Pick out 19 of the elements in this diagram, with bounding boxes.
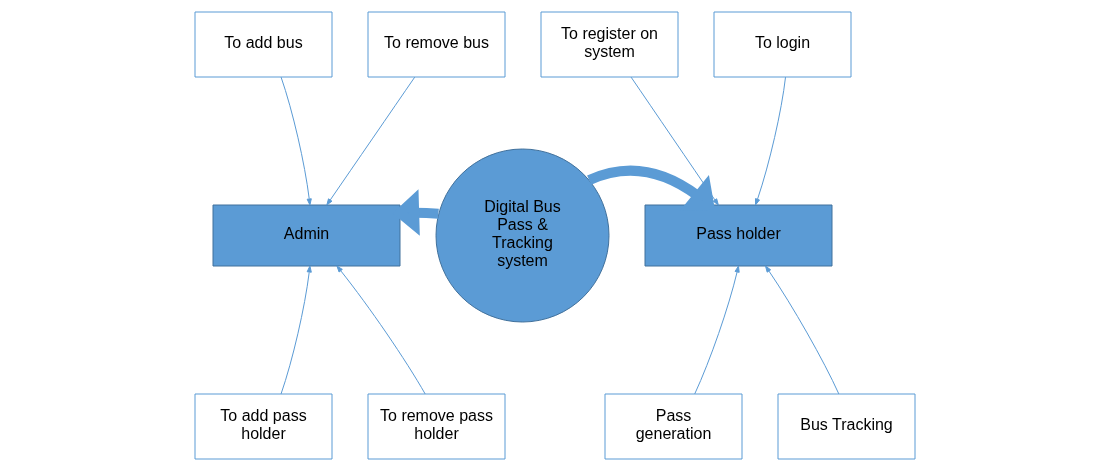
arrow xyxy=(754,76,786,206)
node-box: To register on system xyxy=(540,11,678,78)
arrow xyxy=(325,76,415,206)
node-box: To remove bus xyxy=(367,11,505,78)
node-box: To add pass holder xyxy=(194,393,332,460)
arrow xyxy=(280,265,312,395)
arrow xyxy=(630,76,719,206)
node-box: To add bus xyxy=(194,11,332,78)
arrow xyxy=(764,265,839,395)
arrow xyxy=(335,265,426,395)
node-box: Bus Tracking xyxy=(777,393,915,460)
node-box: To login xyxy=(713,11,851,78)
node-circle: Digital Bus Pass & Tracking system xyxy=(435,148,609,323)
arrow xyxy=(693,265,740,395)
node-box: To remove pass holder xyxy=(367,393,505,460)
node-box: Pass generation xyxy=(604,393,742,460)
arrow xyxy=(280,76,312,206)
node-box: Pass holder xyxy=(644,204,832,267)
node-box: Admin xyxy=(212,204,400,267)
